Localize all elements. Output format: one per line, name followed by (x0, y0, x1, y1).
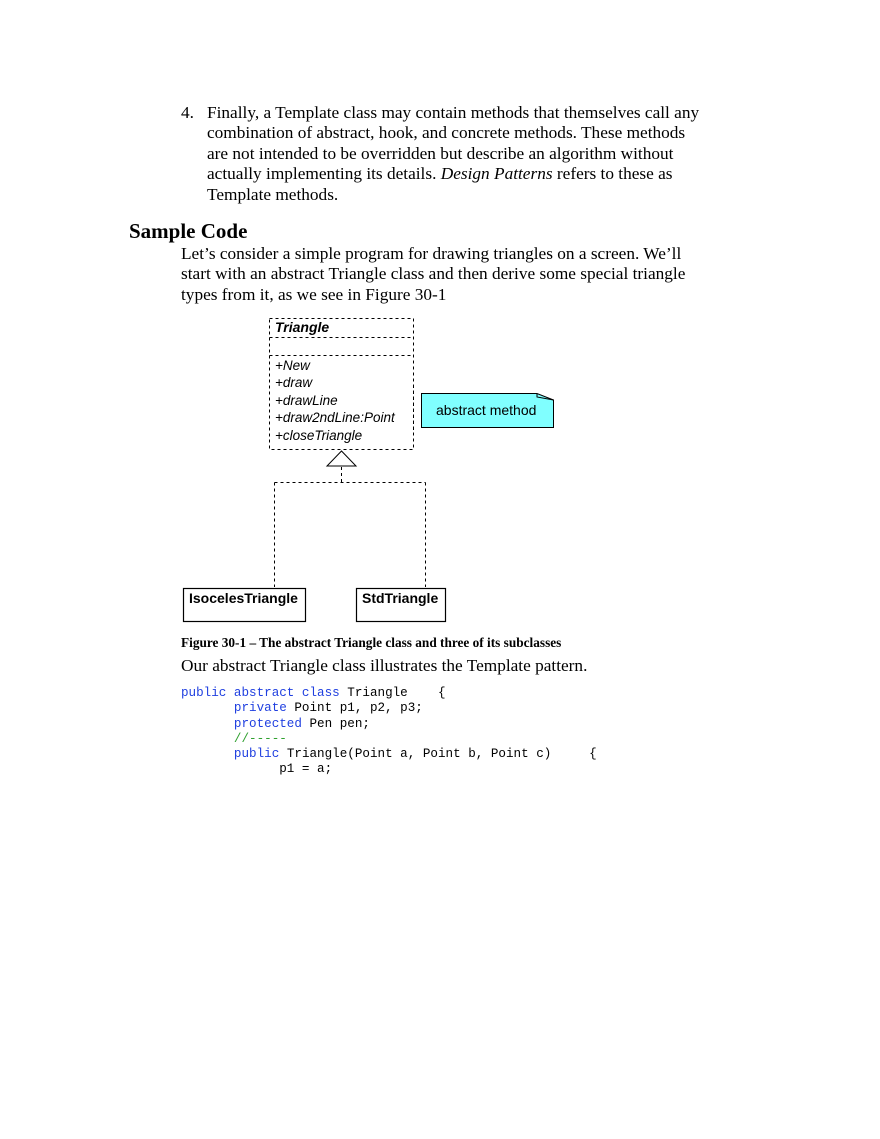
post-figure-paragraph: Our abstract Triangle class illustrates … (181, 656, 588, 675)
code-comment: //----- (233, 731, 287, 746)
note-box (421, 393, 554, 428)
abstract-class-name: Triangle (275, 319, 330, 335)
note-label: abstract method (436, 402, 537, 418)
uml-class-diagram: Triangle +New +draw +drawLine +draw2ndLi… (182, 318, 554, 623)
subclass-name-isoceles: IsocelesTriangle (189, 590, 298, 606)
code-line: //----- (181, 732, 597, 747)
code-line: protected Pen pen; (233, 716, 370, 731)
subclass-box-isoceles (182, 587, 307, 623)
list-item-text: Finally, a Template class may contain me… (207, 103, 700, 204)
book-title: Design Patterns (440, 164, 553, 184)
code-listing: public abstract class Triangle { private… (181, 686, 597, 778)
method-draw2ndline: +draw2ndLine:Point (275, 410, 395, 425)
code-keyword: public (233, 747, 280, 762)
intro-paragraph: Let’s consider a simple program for draw… (181, 244, 686, 304)
method-drawline: +drawLine (275, 393, 338, 408)
code-line: private Point p1, p2, p3; (233, 701, 423, 716)
code-line: p1 = a; (279, 762, 333, 777)
code-line: public abstract class Triangle { (181, 686, 446, 700)
figure-caption: Figure 30-1 – The abstract Triangle clas… (181, 635, 562, 650)
code-line: public Triangle(Point a, Point b, Point … (233, 747, 597, 762)
method-draw: +draw (275, 375, 313, 390)
section-heading: Sample Code (129, 219, 248, 243)
method-closetriangle: +closeTriangle (275, 428, 363, 443)
code-keyword: protected (233, 716, 302, 731)
inheritance-arrow-icon (325, 450, 358, 467)
subclass-box-std (355, 587, 447, 623)
subclass-name-std: StdTriangle (362, 590, 439, 606)
code-keyword: private (233, 701, 287, 716)
numbered-list-item: 4. Finally, a Template class may contain… (181, 103, 701, 205)
method-new: +New (275, 358, 310, 373)
list-number: 4. (181, 103, 194, 122)
uml-diagram-lines (182, 318, 554, 623)
abstract-class-box (269, 318, 414, 450)
note-fold-icon (536, 393, 554, 401)
code-keyword: public abstract class (181, 686, 340, 700)
